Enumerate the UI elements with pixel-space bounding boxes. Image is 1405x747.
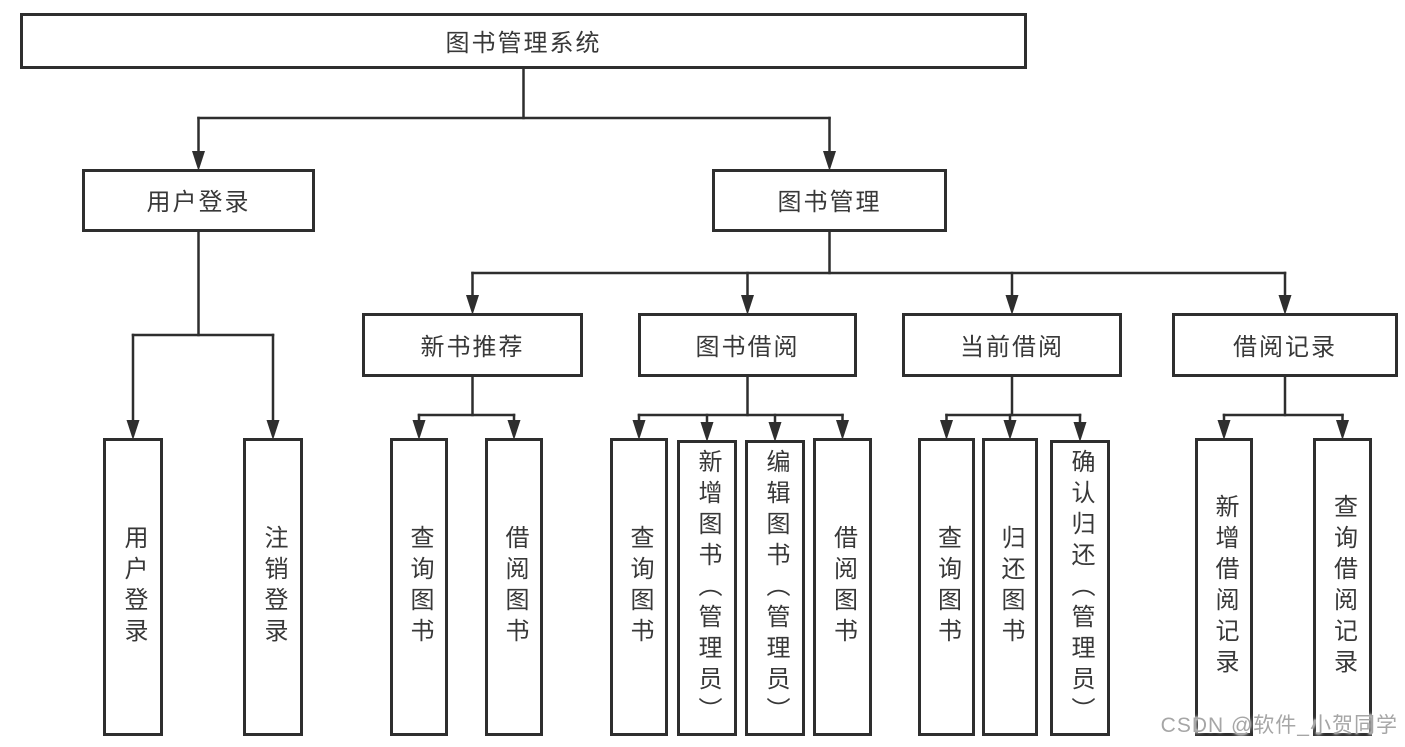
node-label: 借阅记录 bbox=[1233, 333, 1337, 361]
node-label: 注销登录 bbox=[260, 525, 287, 649]
edge-group-book-borrow bbox=[632, 375, 849, 442]
node-label: 编辑图书（管理员） bbox=[762, 448, 789, 728]
edge-group-current-borrow bbox=[940, 375, 1087, 442]
edge-group-new-book-rec bbox=[412, 375, 521, 440]
diagram-node-leaf-logout: 注销登录 bbox=[243, 438, 303, 736]
arrowhead-icon bbox=[1073, 422, 1087, 442]
node-label: 新增图书（管理员） bbox=[694, 448, 721, 728]
node-label: 图书借阅 bbox=[695, 333, 800, 361]
arrowhead-icon bbox=[126, 420, 140, 440]
diagram-node-leaf-br-add: 新增借阅记录 bbox=[1195, 438, 1253, 736]
arrowhead-icon bbox=[1005, 295, 1019, 315]
arrowhead-icon bbox=[940, 420, 953, 440]
node-label: 确认归还（管理员） bbox=[1067, 448, 1094, 728]
diagram-node-leaf-bb-edit: 编辑图书（管理员） bbox=[745, 440, 805, 736]
edge-group-borrow-records bbox=[1217, 375, 1349, 440]
arrowhead-icon bbox=[1278, 295, 1292, 315]
arrowhead-icon bbox=[266, 420, 280, 440]
arrowhead-icon bbox=[1336, 420, 1349, 440]
edge-group-user-login bbox=[126, 230, 280, 440]
diagram-node-leaf-cb-query: 查询图书 bbox=[918, 438, 975, 736]
edge-group-root bbox=[192, 67, 836, 171]
diagram-node-leaf-br-query: 查询借阅记录 bbox=[1313, 438, 1372, 736]
diagram-node-leaf-user-login: 用户登录 bbox=[103, 438, 163, 736]
diagram-node-leaf-rec-query: 查询图书 bbox=[390, 438, 448, 736]
arrowhead-icon bbox=[507, 420, 521, 440]
node-label: 新增借阅记录 bbox=[1211, 494, 1238, 680]
node-label: 查询借阅记录 bbox=[1329, 494, 1357, 680]
arrowhead-icon bbox=[192, 151, 205, 171]
diagram-node-user-login: 用户登录 bbox=[82, 169, 315, 232]
arrowhead-icon bbox=[412, 420, 426, 440]
arrowhead-icon bbox=[700, 422, 714, 442]
arrowhead-icon bbox=[1003, 420, 1017, 440]
node-label: 归还图书 bbox=[997, 525, 1024, 649]
node-label: 借阅图书 bbox=[501, 525, 528, 649]
node-label: 当前借阅 bbox=[960, 333, 1064, 361]
arrowhead-icon bbox=[836, 420, 849, 440]
node-label: 用户登录 bbox=[146, 189, 251, 216]
node-label: 查询图书 bbox=[933, 525, 961, 649]
diagram-node-leaf-bb-borrow: 借阅图书 bbox=[813, 438, 872, 736]
arrowhead-icon bbox=[768, 422, 782, 442]
watermark-text: CSDN @软件_小贺同学 bbox=[1160, 714, 1398, 737]
diagram-node-borrow-records: 借阅记录 bbox=[1172, 313, 1398, 377]
arrowhead-icon bbox=[466, 295, 479, 315]
node-label: 新书推荐 bbox=[420, 333, 525, 361]
node-label: 查询图书 bbox=[406, 525, 433, 649]
arrowhead-icon bbox=[741, 295, 754, 315]
arrowhead-icon bbox=[1217, 420, 1231, 440]
node-label: 用户登录 bbox=[120, 525, 147, 649]
diagram-node-leaf-cb-return: 归还图书 bbox=[982, 438, 1038, 736]
diagram-node-leaf-cb-confirm: 确认归还（管理员） bbox=[1050, 440, 1110, 736]
diagram-node-root: 图书管理系统 bbox=[20, 13, 1027, 69]
diagram-node-book-mgmt: 图书管理 bbox=[712, 169, 947, 232]
diagram-node-leaf-bb-query: 查询图书 bbox=[610, 438, 668, 736]
node-label: 借阅图书 bbox=[829, 525, 857, 649]
diagram-node-new-book-rec: 新书推荐 bbox=[362, 313, 583, 377]
arrowhead-icon bbox=[632, 420, 646, 440]
diagram-node-current-borrow: 当前借阅 bbox=[902, 313, 1122, 377]
node-label: 查询图书 bbox=[626, 525, 653, 649]
node-label: 图书管理系统 bbox=[445, 29, 602, 57]
edge-group-book-mgmt bbox=[466, 230, 1292, 315]
diagram-node-book-borrow: 图书借阅 bbox=[638, 313, 857, 377]
node-label: 图书管理 bbox=[777, 189, 882, 216]
arrowhead-icon bbox=[823, 151, 836, 171]
diagram-node-leaf-rec-borrow: 借阅图书 bbox=[485, 438, 543, 736]
diagram-node-leaf-bb-add: 新增图书（管理员） bbox=[677, 440, 737, 736]
